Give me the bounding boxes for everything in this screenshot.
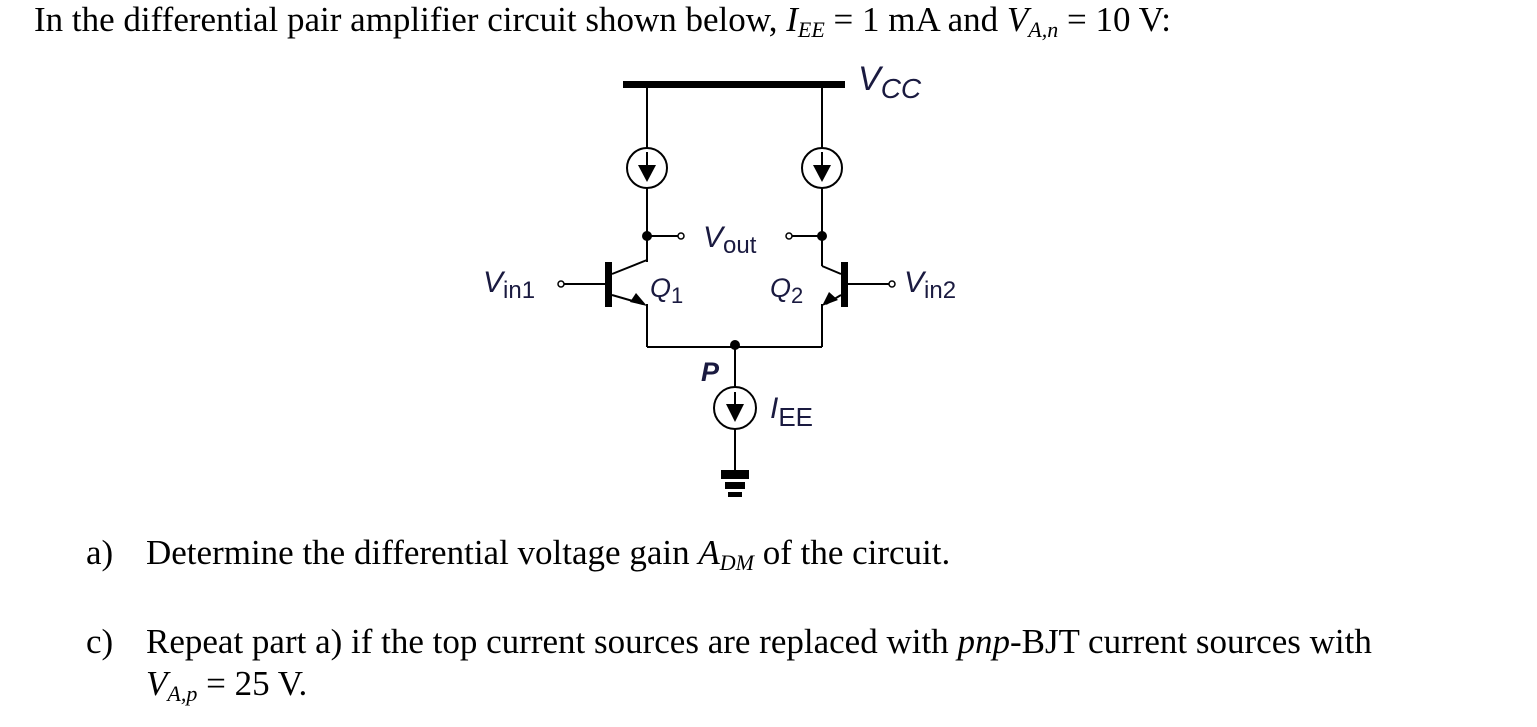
question-a-prefix: Determine the differential voltage gain — [146, 533, 699, 572]
vout-terminal-right — [785, 232, 793, 240]
vin1-label: Vin1 — [483, 266, 535, 304]
iee-value: = 1 mA and — [824, 0, 1007, 39]
transistor-q2-icon — [821, 236, 848, 347]
vap-value: = 25 V. — [197, 664, 308, 703]
va-value: = 10 V: — [1058, 0, 1171, 39]
question-c-suffix: -BJT current sources with — [1009, 622, 1372, 661]
vout-label: Vout — [703, 221, 757, 259]
va-symbol: V — [1006, 0, 1029, 39]
intro-text: In the differential pair amplifier circu… — [34, 0, 787, 39]
q2-label: Q2 — [770, 273, 803, 308]
vin2-terminal — [888, 280, 896, 288]
q1-label: Q1 — [650, 273, 683, 308]
question-c-prefix: Repeat part a) if the top current source… — [146, 622, 958, 661]
problem-statement: In the differential pair amplifier circu… — [34, 0, 1171, 50]
question-c-line2: VA,p = 25 V. — [146, 664, 307, 714]
iee-label: IEE — [770, 392, 813, 432]
vap-symbol: V — [146, 664, 168, 703]
vout-terminal-left — [677, 232, 685, 240]
question-c-text: Repeat part a) if the top current source… — [146, 622, 1372, 662]
iee-subscript: EE — [797, 17, 825, 42]
va-subscript: A,n — [1028, 17, 1059, 42]
transistor-q1-icon — [605, 236, 648, 347]
current-source-iee-icon — [713, 386, 757, 430]
iee-symbol: I — [786, 0, 798, 39]
vap-subscript: A,p — [167, 681, 198, 706]
vin2-label: Vin2 — [904, 266, 956, 304]
vcc-label: VCC — [858, 60, 922, 104]
adm-subscript: DM — [719, 550, 754, 575]
adm-symbol: A — [698, 533, 720, 572]
current-source-right-icon — [801, 147, 843, 189]
current-source-left-icon — [626, 147, 668, 189]
vcc-rail — [623, 81, 845, 88]
question-a-marker: a) — [86, 533, 114, 572]
p-label: P — [701, 357, 720, 387]
ground-icon — [721, 470, 749, 497]
question-a-suffix: of the circuit. — [753, 533, 951, 572]
vin1-terminal — [557, 280, 565, 288]
question-c-marker: c) — [86, 622, 114, 661]
question-a-text: Determine the differential voltage gain … — [146, 533, 950, 583]
pnp-word: pnp — [957, 622, 1010, 661]
